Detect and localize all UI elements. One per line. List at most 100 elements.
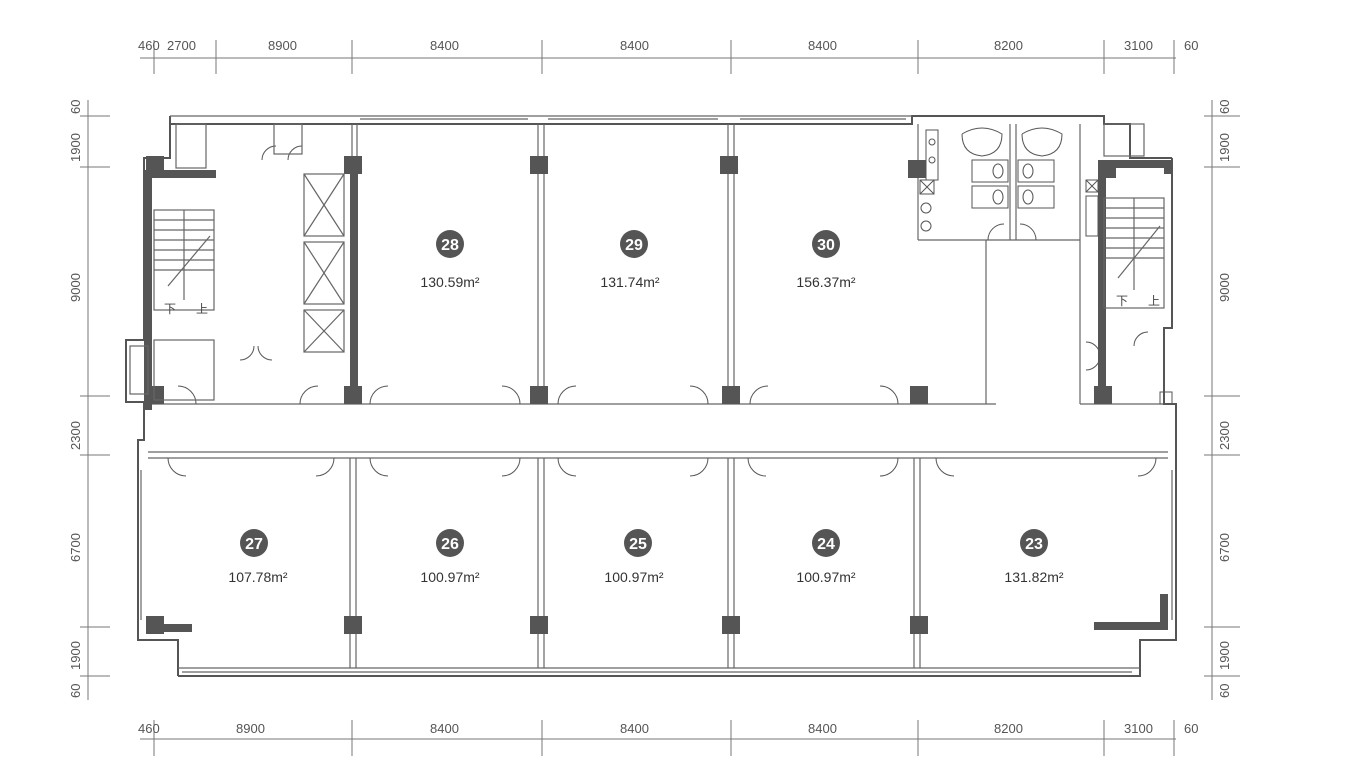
unit-area: 131.74m² (600, 274, 659, 290)
bottom-dim-8900: 8900 (236, 721, 265, 736)
right-stair-down-label: 下 (1116, 294, 1128, 308)
right-stair: 下 上 (1085, 123, 1173, 405)
unit-number-badge (1020, 529, 1048, 557)
right-dim-1900-bottom: 1900 (1217, 641, 1232, 670)
bottom-dim-8200: 8200 (994, 721, 1023, 736)
elevator-3 (303, 309, 345, 353)
column (344, 156, 362, 174)
unit-number: 25 (629, 536, 647, 553)
left-dim-1900-top: 1900 (68, 133, 83, 162)
unit-area: 107.78m² (228, 569, 287, 585)
bottom-dim-8400-c: 8400 (808, 721, 837, 736)
top-dim-8400-b: 8400 (620, 38, 649, 53)
column (530, 616, 548, 634)
left-stair-up-label: 上 (196, 302, 208, 316)
unit-number: 27 (245, 536, 263, 553)
top-dimension-string: 460 2700 8900 8400 8400 8400 8200 3100 6… (138, 38, 1198, 74)
unit-number: 28 (441, 237, 459, 254)
structural-columns (146, 156, 1116, 634)
unit-29[interactable]: 29 131.74m² (600, 230, 660, 290)
column (146, 386, 164, 404)
elevator-2 (303, 241, 345, 305)
unit-partitions (349, 124, 1081, 668)
right-dim-1900-top: 1900 (1217, 133, 1232, 162)
left-stair: 下 上 (129, 123, 215, 401)
right-stair-up-label: 上 (1148, 294, 1160, 308)
unit-area: 100.97m² (604, 569, 663, 585)
unit-area: 100.97m² (420, 569, 479, 585)
unit-28[interactable]: 28 130.59m² (420, 230, 480, 290)
unit-27[interactable]: 27 107.78m² (228, 529, 288, 585)
column (146, 616, 164, 634)
right-dim-60-bottom: 60 (1217, 684, 1232, 698)
top-dim-8400-c: 8400 (808, 38, 837, 53)
unit-number-badge (620, 230, 648, 258)
bottom-dim-8400-b: 8400 (620, 721, 649, 736)
bottom-dim-8400-a: 8400 (430, 721, 459, 736)
unit-number: 23 (1025, 536, 1043, 553)
unit-23[interactable]: 23 131.82m² (1004, 529, 1064, 585)
shear-walls (144, 160, 1172, 632)
elevator-1 (303, 173, 345, 237)
column (1098, 160, 1116, 178)
unit-number: 30 (817, 237, 835, 254)
top-dim-2700: 2700 (167, 38, 196, 53)
bottom-dim-3100: 3100 (1124, 721, 1153, 736)
left-dim-9000: 9000 (68, 273, 83, 302)
unit-area: 130.59m² (420, 274, 479, 290)
unit-area: 156.37m² (796, 274, 855, 290)
right-dim-6700: 6700 (1217, 533, 1232, 562)
unit-25[interactable]: 25 100.97m² (604, 529, 664, 585)
left-dimension-string: 60 1900 9000 2300 6700 1900 60 (68, 100, 110, 700)
unit-number: 26 (441, 536, 459, 553)
unit-number-badge (240, 529, 268, 557)
column (720, 156, 738, 174)
unit-number-badge (436, 230, 464, 258)
column (910, 616, 928, 634)
left-stair-down-label: 下 (164, 302, 176, 316)
left-dim-2300: 2300 (68, 421, 83, 450)
right-dim-2300: 2300 (1217, 421, 1232, 450)
top-dim-8400-a: 8400 (430, 38, 459, 53)
left-dim-6700: 6700 (68, 533, 83, 562)
unit-area: 131.82m² (1004, 569, 1063, 585)
right-dim-60-top: 60 (1217, 100, 1232, 114)
column (910, 386, 928, 404)
column (344, 616, 362, 634)
column (530, 386, 548, 404)
column (530, 156, 548, 174)
unit-number-badge (436, 529, 464, 557)
bottom-dimension-string: 460 8900 8400 8400 8400 8200 3100 60 (138, 720, 1198, 756)
elevator-shafts (273, 123, 345, 353)
top-dim-3100: 3100 (1124, 38, 1153, 53)
unit-number-badge (812, 529, 840, 557)
unit-number-badge (812, 230, 840, 258)
unit-number: 24 (817, 536, 835, 553)
right-dim-9000: 9000 (1217, 273, 1232, 302)
left-dim-60-bottom: 60 (68, 684, 83, 698)
unit-30[interactable]: 30 156.37m² (796, 230, 856, 290)
column (1094, 386, 1112, 404)
top-dim-60: 60 (1184, 38, 1198, 53)
unit-number: 29 (625, 237, 643, 254)
windows (140, 118, 1173, 673)
unit-26[interactable]: 26 100.97m² (420, 529, 480, 585)
unit-area: 100.97m² (796, 569, 855, 585)
column (722, 386, 740, 404)
top-dim-460: 460 (138, 38, 160, 53)
top-dim-8200: 8200 (994, 38, 1023, 53)
unit-24[interactable]: 24 100.97m² (796, 529, 856, 585)
doors (167, 145, 1157, 477)
column (344, 386, 362, 404)
column (146, 156, 164, 174)
unit-number-badge (624, 529, 652, 557)
bottom-dim-460: 460 (138, 721, 160, 736)
right-dimension-string: 60 1900 9000 2300 6700 1900 60 (1204, 100, 1240, 700)
top-dim-8900: 8900 (268, 38, 297, 53)
left-dim-1900-bottom: 1900 (68, 641, 83, 670)
column (722, 616, 740, 634)
left-dim-60-top: 60 (68, 100, 83, 114)
column (908, 160, 926, 178)
building-outline (125, 115, 1177, 677)
